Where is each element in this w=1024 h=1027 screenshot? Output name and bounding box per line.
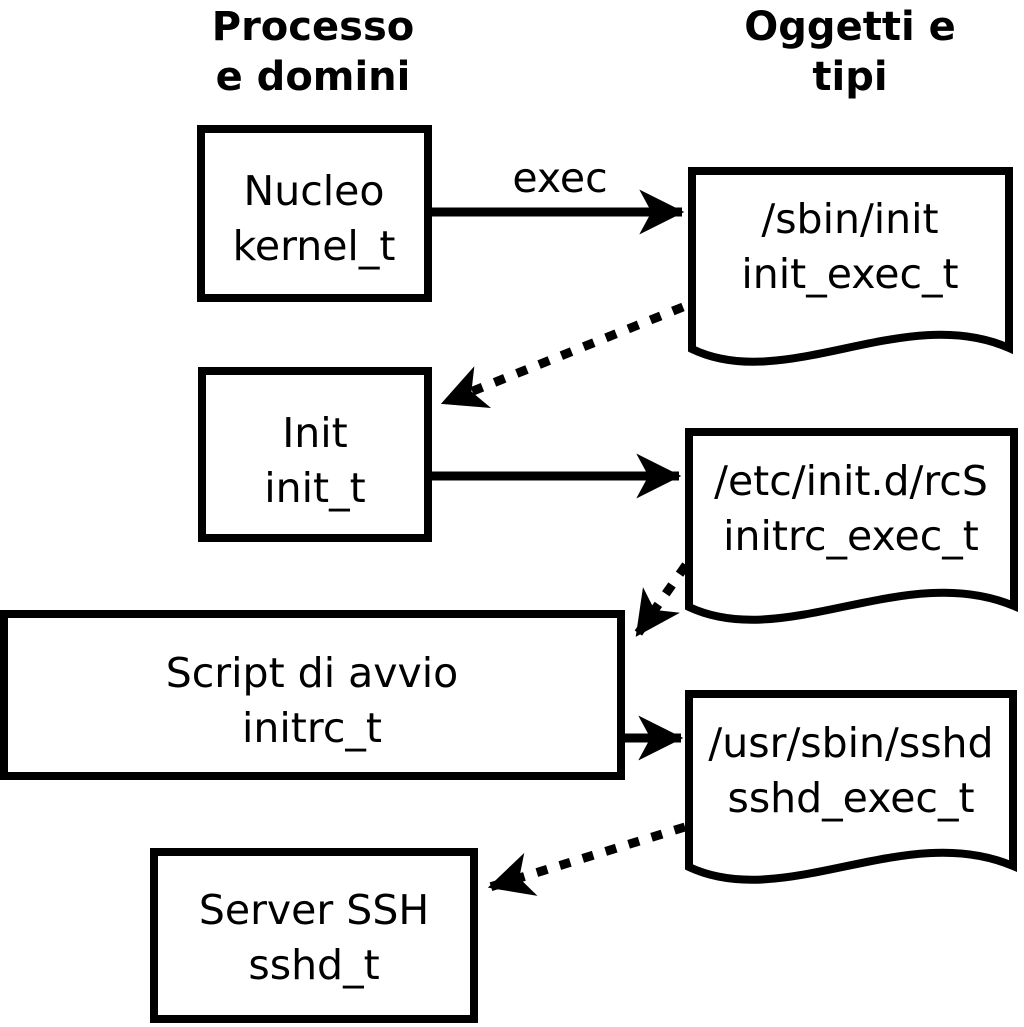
document-init-exec-type: init_exec_t: [741, 250, 958, 298]
transition-arrow-sshd-exec-to-sshd: [487, 822, 687, 896]
process-box-kernel-type: kernel_t: [233, 222, 396, 270]
process-box-sshd: [150, 848, 478, 1023]
transition-arrow-initrc-exec-to-initrc: [633, 562, 690, 638]
exec-arrow-label: exec: [512, 154, 607, 202]
process-box-sshd-name: Server SSH: [199, 886, 429, 934]
document-sshd-exec-type: sshd_exec_t: [727, 774, 974, 822]
right-column-header-line1: Oggetti e: [744, 4, 955, 50]
process-box-init-name: Init: [282, 409, 348, 457]
process-box-init: [198, 367, 432, 542]
transition-arrow-init-exec-to-init: [440, 302, 685, 409]
process-box-sshd-type: sshd_t: [248, 941, 379, 989]
left-column-header-line2: e domini: [216, 54, 411, 100]
document-initrc-exec-path: /etc/init.d/rcS: [714, 457, 988, 505]
process-box-initrc-name: Script di avvio: [166, 649, 459, 697]
process-box-kernel: [197, 125, 432, 302]
document-initrc-exec: [685, 428, 1018, 624]
document-initrc-exec-type: initrc_exec_t: [723, 512, 979, 560]
process-box-kernel-name: Nucleo: [244, 167, 385, 215]
right-column-header-line2: tipi: [812, 54, 887, 100]
document-init-exec: [688, 167, 1013, 366]
left-column-header-line1: Processo: [212, 4, 414, 50]
document-init-exec-path: /sbin/init: [761, 195, 938, 243]
document-sshd-exec: [685, 690, 1017, 884]
process-box-initrc: [0, 610, 625, 780]
process-box-init-type: init_t: [264, 464, 365, 512]
document-sshd-exec-path: /usr/sbin/sshd: [708, 719, 993, 767]
process-box-initrc-type: initrc_t: [242, 704, 382, 752]
